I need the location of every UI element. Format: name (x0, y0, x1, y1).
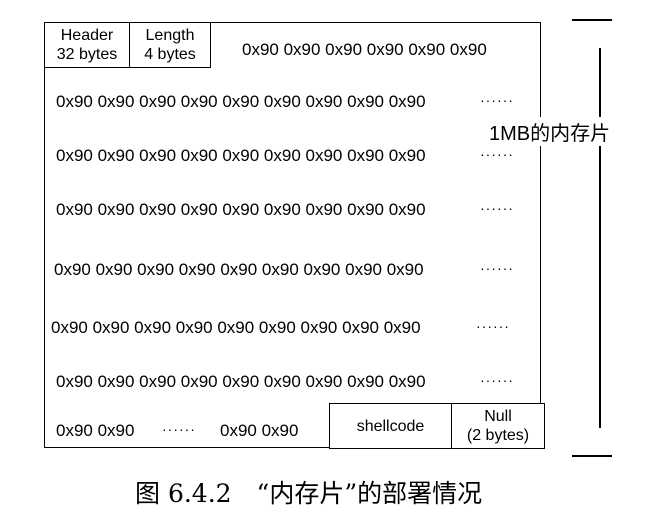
nop-row-3: 0x90 0x90 0x90 0x90 0x90 0x90 0x90 0x90 … (56, 200, 426, 219)
null-cell-title: Null (484, 408, 512, 425)
header-cell: Header 32 bytes (44, 22, 130, 68)
size-bracket-bottom (572, 455, 612, 457)
nop-row-5: 0x90 0x90 0x90 0x90 0x90 0x90 0x90 0x90 … (51, 318, 421, 337)
nop-row-2: 0x90 0x90 0x90 0x90 0x90 0x90 0x90 0x90 … (56, 146, 426, 165)
size-bracket-line (599, 48, 601, 428)
nop-row-last-left: 0x90 0x90 (56, 421, 135, 440)
nop-row-4-ellipsis: ······ (480, 260, 514, 276)
nop-row-first: 0x90 0x90 0x90 0x90 0x90 0x90 (242, 40, 487, 59)
nop-row-1: 0x90 0x90 0x90 0x90 0x90 0x90 0x90 0x90 … (56, 92, 426, 111)
nop-row-6-ellipsis: ······ (480, 372, 514, 388)
header-cell-size: 32 bytes (56, 46, 118, 63)
nop-row-last-right: 0x90 0x90 (220, 421, 299, 440)
header-cell-title: Header (60, 27, 114, 44)
memory-block-frame (44, 22, 541, 448)
size-bracket-top (572, 19, 612, 21)
nop-row-2-ellipsis: ······ (480, 146, 514, 162)
null-cell-size: (2 bytes) (466, 427, 530, 444)
figure-caption: 图 6.4.2 “内存片”的部署情况 (135, 479, 483, 508)
memory-size-label: 1MB的内存片 (487, 117, 613, 146)
null-cell: Null (2 bytes) (451, 403, 545, 449)
nop-row-6: 0x90 0x90 0x90 0x90 0x90 0x90 0x90 0x90 … (56, 372, 426, 391)
length-cell-size: 4 bytes (144, 46, 196, 63)
length-cell-title: Length (145, 27, 195, 44)
nop-row-last-ellipsis: ······ (162, 421, 196, 437)
nop-row-4: 0x90 0x90 0x90 0x90 0x90 0x90 0x90 0x90 … (54, 260, 424, 279)
shellcode-label: shellcode (356, 417, 425, 435)
nop-row-1-ellipsis: ······ (480, 92, 514, 108)
nop-row-5-ellipsis: ······ (476, 318, 510, 334)
nop-row-3-ellipsis: ······ (480, 200, 514, 216)
length-cell: Length 4 bytes (129, 22, 211, 68)
shellcode-cell: shellcode (329, 403, 452, 449)
